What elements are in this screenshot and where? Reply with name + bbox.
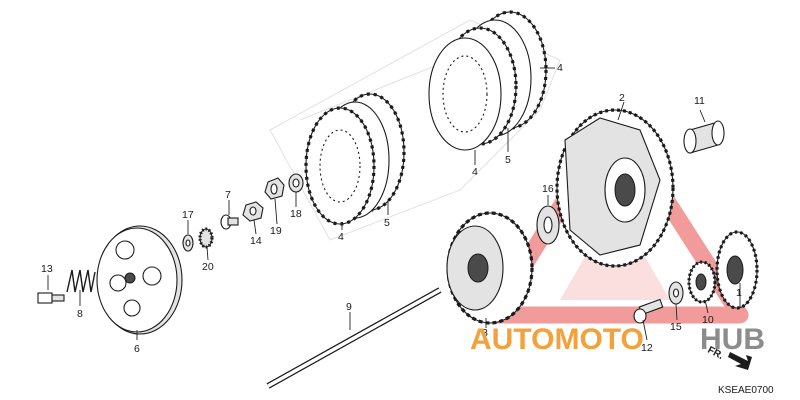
part-label-4b: 4 — [472, 166, 478, 178]
collar-11 — [683, 120, 725, 154]
part-label-12: 12 — [641, 342, 653, 354]
bearing-20 — [198, 227, 214, 249]
part-label-8: 8 — [77, 308, 83, 320]
part-label-4c: 4 — [338, 231, 344, 243]
washer-15 — [668, 281, 684, 305]
part-label-19: 19 — [270, 225, 282, 237]
nut-14 — [242, 201, 264, 222]
part-label-9: 9 — [346, 301, 352, 313]
part-label-5b: 5 — [384, 217, 390, 229]
part-label-10: 10 — [702, 314, 714, 326]
washer-17 — [182, 234, 194, 252]
part-label-5a: 5 — [505, 154, 511, 166]
gear-1 — [715, 230, 759, 310]
part-labels: 1 2 3 4 4 4 5 5 6 7 8 9 10 11 12 13 14 1… — [41, 62, 742, 355]
part-label-2: 2 — [619, 92, 625, 104]
part-label-15: 15 — [670, 321, 682, 333]
leader-lines — [47, 67, 741, 341]
part-label-6: 6 — [134, 343, 140, 355]
part-label-18: 18 — [290, 208, 302, 220]
gear-10 — [687, 260, 717, 304]
spring-8 — [66, 269, 96, 293]
background-outline — [269, 19, 561, 241]
part-label-7: 7 — [225, 189, 231, 201]
part-label-20: 20 — [202, 261, 214, 273]
pressure-plate-6 — [96, 225, 183, 335]
watermark-text: AUTOMOTO HUB — [470, 323, 765, 356]
diagram-code: KSEAE0700 — [718, 385, 774, 396]
part-label-16: 16 — [542, 183, 554, 195]
washer-16 — [536, 205, 560, 245]
part-label-3: 3 — [482, 327, 488, 339]
part-label-1: 1 — [736, 287, 742, 299]
part-label-13: 13 — [41, 263, 53, 275]
watermark-text-hub: HUB — [700, 323, 765, 356]
clutch-plate-stack-rear — [428, 10, 548, 151]
clutch-plate-stack-front — [304, 92, 406, 226]
lifter-piece-7 — [220, 214, 239, 230]
part-label-17: 17 — [182, 209, 194, 221]
watermark-text-automoto: AUTOMOTO — [470, 323, 644, 356]
washer-19 — [264, 177, 285, 200]
part-label-11: 11 — [694, 95, 705, 107]
part-label-4a: 4 — [557, 62, 563, 74]
clutch-outer — [555, 108, 675, 268]
lifter-rod-9 — [266, 287, 442, 389]
washer-18 — [288, 173, 304, 193]
bolt-12 — [633, 298, 664, 324]
clutch-center — [446, 211, 534, 325]
bolt-13 — [37, 292, 65, 304]
part-label-14: 14 — [250, 235, 262, 247]
